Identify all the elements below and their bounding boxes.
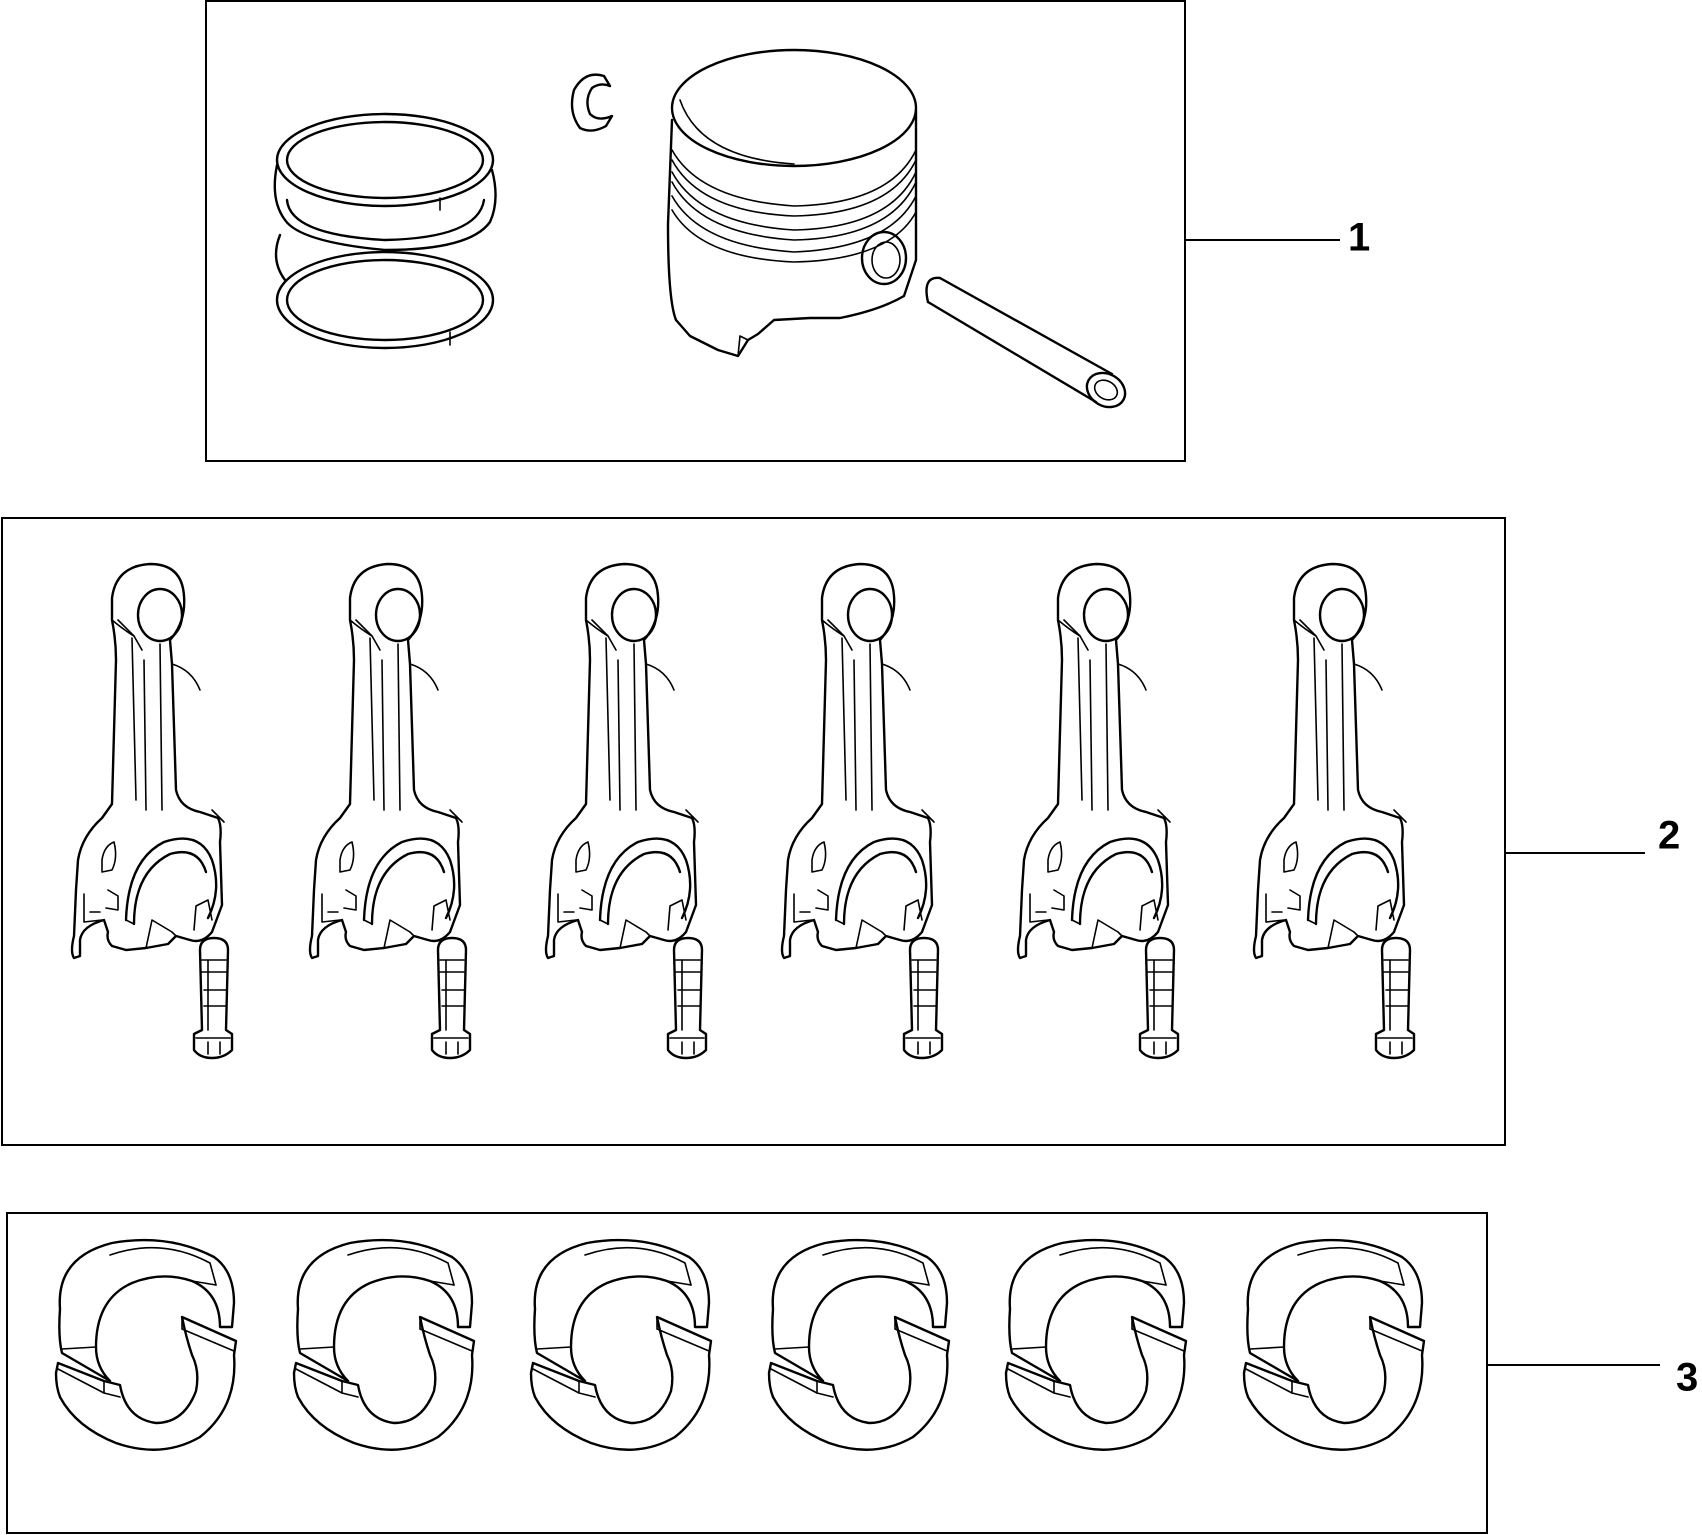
piston-kit-frame (205, 0, 1186, 462)
bearings-frame (6, 1212, 1488, 1534)
connecting-rod (544, 562, 708, 1060)
bearing-shell-pair (1004, 1238, 1188, 1451)
bearing-shells (54, 1238, 1426, 1451)
connecting-rods-frame (1, 517, 1506, 1146)
piston (666, 48, 918, 358)
connecting-rod (780, 562, 944, 1060)
bearing-shell-pair (292, 1238, 476, 1451)
callout-1: 1 (1348, 216, 1370, 260)
bearing-shell-pair (1242, 1238, 1426, 1451)
circlip (570, 73, 614, 132)
connecting-rods (70, 562, 1416, 1060)
piston-pin (925, 276, 1127, 409)
piston-rings (273, 112, 497, 350)
connecting-rod (1016, 562, 1180, 1060)
connecting-rod (1252, 562, 1416, 1060)
callout-2: 2 (1658, 814, 1680, 858)
callout-3: 3 (1676, 1356, 1698, 1400)
connecting-rod (308, 562, 472, 1060)
bearing-shell-pair (529, 1238, 713, 1451)
connecting-rod (70, 562, 234, 1060)
bearing-shell-pair (767, 1238, 951, 1451)
bearing-shell-pair (54, 1238, 238, 1451)
